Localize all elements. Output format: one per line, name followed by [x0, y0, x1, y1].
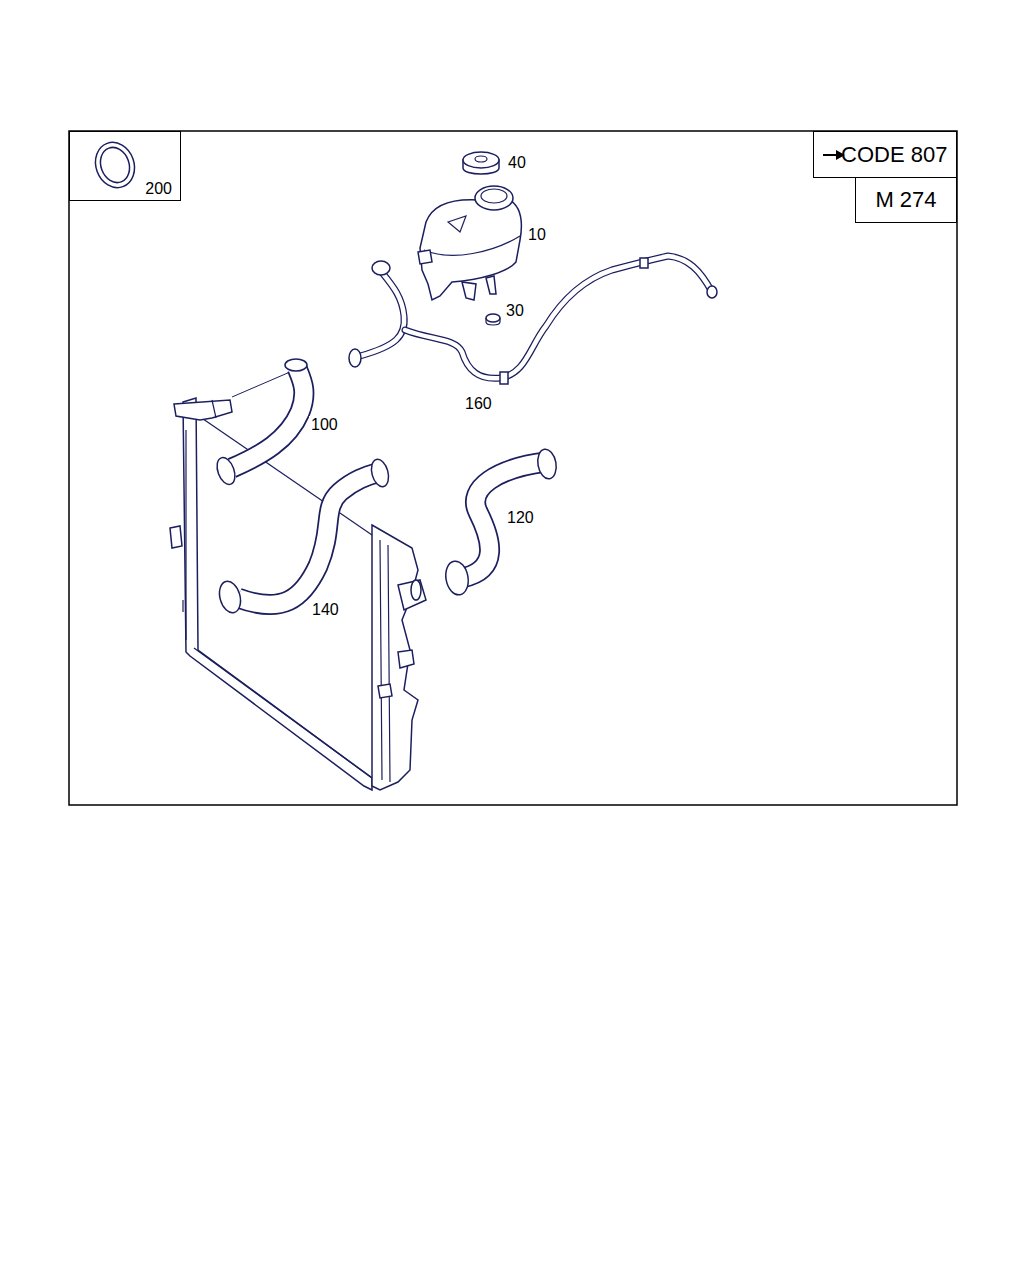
radiator: [170, 398, 426, 790]
box-text: 200: [145, 180, 172, 198]
expansion-tank: [418, 186, 521, 300]
coolant-line: [349, 256, 717, 384]
tank-cap: [463, 152, 499, 174]
box-text: M 274: [875, 187, 936, 213]
hose: [216, 457, 391, 615]
label-box: M 274: [855, 177, 957, 223]
callout-number: 120: [505, 509, 536, 527]
callout-number: 10: [526, 226, 548, 244]
leader-line: [232, 372, 290, 397]
callout-number: 140: [310, 601, 341, 619]
callout-number: 40: [506, 154, 528, 172]
label-box: CODE 807: [813, 131, 957, 178]
grommet: [486, 314, 500, 325]
callout-number: 100: [309, 416, 340, 434]
hose: [443, 448, 558, 597]
callout-number: 30: [504, 302, 526, 320]
hose: [214, 359, 307, 487]
box-text: CODE 807: [841, 142, 947, 168]
label-box: 200: [69, 131, 181, 201]
frame: [69, 131, 957, 805]
seal-ring: [89, 137, 140, 193]
callout-number: 160: [463, 395, 494, 413]
